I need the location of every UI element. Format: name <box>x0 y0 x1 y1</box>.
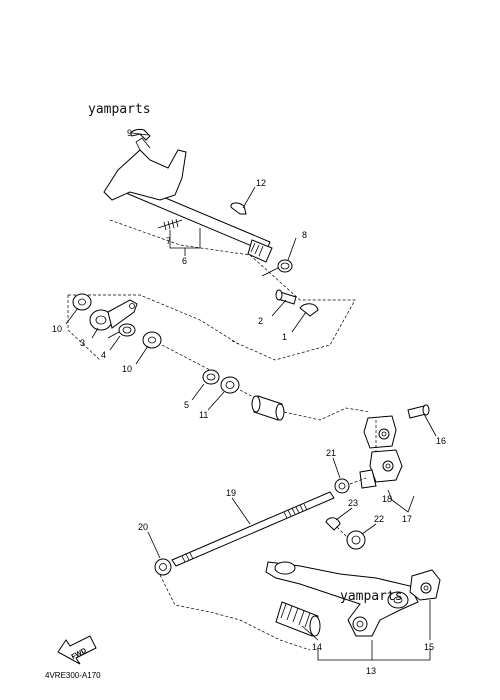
leader-lines-right <box>332 413 437 513</box>
callout-labels: 9 12 7 6 8 2 1 10 3 4 10 5 11 16 21 18 1… <box>52 128 446 676</box>
callout-18: 18 <box>382 494 392 504</box>
leader-lines-upper <box>131 132 307 333</box>
washer-11 <box>220 376 240 394</box>
callout-3: 3 <box>80 338 85 348</box>
stopper-lever-3 <box>89 299 138 331</box>
leader-lines-lower <box>147 497 431 661</box>
callout-10-upper: 10 <box>52 324 62 334</box>
callout-6: 6 <box>182 256 187 266</box>
callout-16: 16 <box>436 436 446 446</box>
circlip-9 <box>130 129 151 141</box>
shift-rod-19 <box>171 491 335 567</box>
washer-10b <box>142 331 162 349</box>
shift-lever-plate <box>103 149 187 201</box>
pedal-rubber-14 <box>275 601 321 637</box>
callout-19: 19 <box>226 488 236 498</box>
circlip-12 <box>230 202 247 215</box>
group-outline-middle <box>68 294 241 346</box>
callout-2: 2 <box>258 316 263 326</box>
stopper-lever-assembly <box>67 293 371 421</box>
shift-shaft-assembly <box>103 129 356 361</box>
callout-21: 21 <box>326 448 336 458</box>
collar-5 <box>202 369 220 385</box>
spring-4 <box>107 323 136 339</box>
callout-10-lower: 10 <box>122 364 132 374</box>
bolt-16 <box>407 404 430 419</box>
callout-1: 1 <box>282 332 287 342</box>
callout-17: 17 <box>402 514 412 524</box>
nut-21 <box>334 478 350 494</box>
callout-13: 13 <box>366 666 376 676</box>
watermark-bottom: yamparts <box>340 589 403 604</box>
watermark-top: yamparts <box>88 102 151 117</box>
callout-11: 11 <box>199 410 208 420</box>
callout-14: 14 <box>312 642 322 652</box>
washer-22 <box>346 530 366 550</box>
collar-sleeve <box>251 395 285 421</box>
clip-23 <box>325 517 341 531</box>
shift-pedal-13 <box>265 561 441 637</box>
callout-15: 15 <box>424 642 434 652</box>
callout-12: 12 <box>256 178 266 188</box>
return-spring-8 <box>261 259 293 277</box>
callout-8: 8 <box>302 230 307 240</box>
callout-4: 4 <box>101 350 106 360</box>
group-outline-upper <box>109 219 356 361</box>
diagram-code: 4VRE300-A170 <box>45 671 101 680</box>
forward-arrow-icon: FWD <box>57 635 97 665</box>
spring-7 <box>157 218 183 231</box>
bolt-2 <box>275 289 297 305</box>
nut-20 <box>154 558 172 576</box>
rod-end-18 <box>359 449 403 489</box>
shift-pedal-assembly <box>154 491 441 651</box>
leader-lines-middle <box>65 307 225 411</box>
callout-5: 5 <box>184 400 189 410</box>
callout-9: 9 <box>127 128 132 138</box>
group-outline-lower <box>159 574 311 651</box>
washer-10a <box>72 293 92 311</box>
clip-1 <box>299 303 319 317</box>
callout-20: 20 <box>138 522 148 532</box>
shift-joint-assembly <box>334 404 430 494</box>
callout-7: 7 <box>166 236 171 246</box>
callout-23: 23 <box>348 498 358 508</box>
callout-22: 22 <box>374 514 384 524</box>
